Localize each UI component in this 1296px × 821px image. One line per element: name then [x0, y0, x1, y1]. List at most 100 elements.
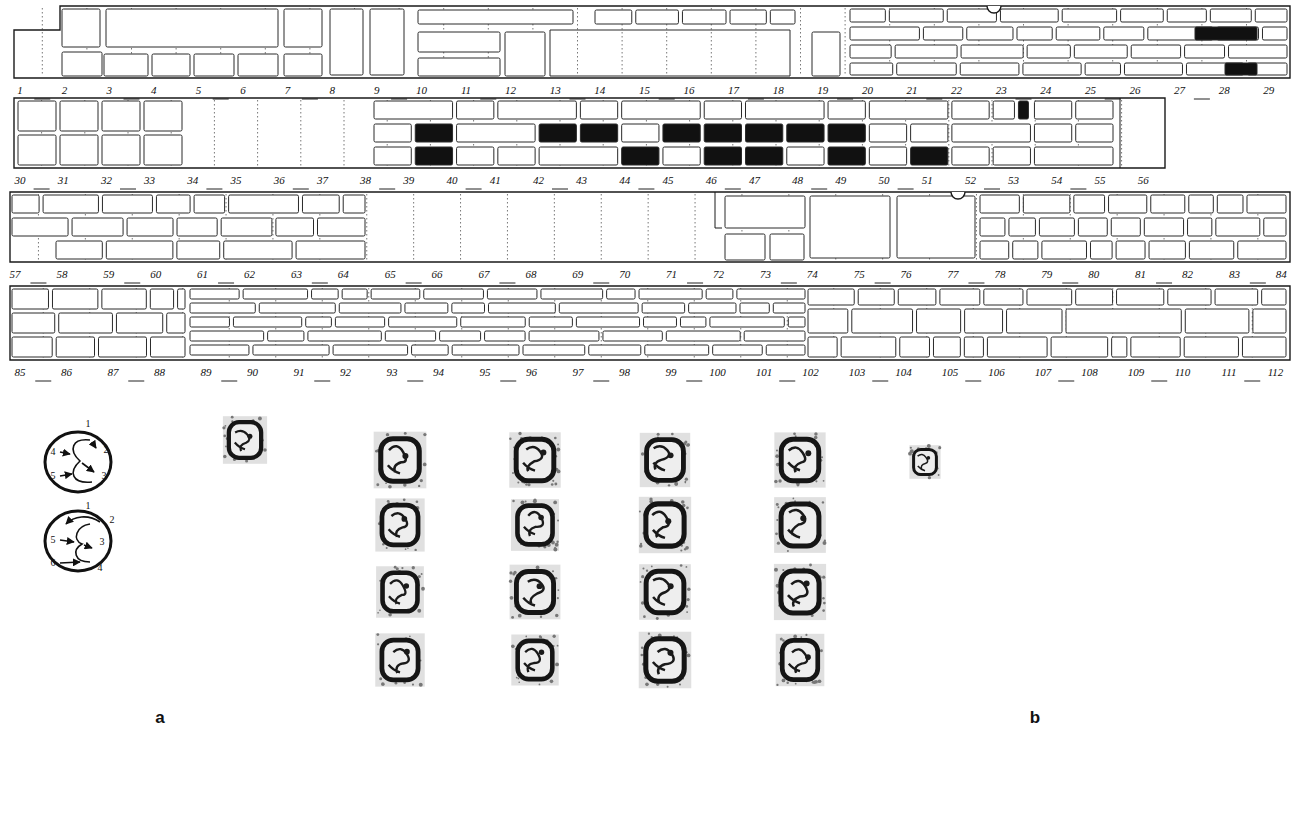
glyph-block — [452, 303, 485, 313]
glyph-block — [1131, 45, 1180, 58]
callout-number: 105 — [942, 367, 959, 378]
glyph-block — [900, 337, 930, 357]
glyph-block — [1217, 195, 1243, 213]
glyph-block — [1034, 124, 1071, 142]
glyph-block — [102, 101, 140, 131]
glyph-block — [1144, 218, 1183, 236]
glyph-block — [740, 303, 769, 313]
callout-number: 79 — [1041, 269, 1052, 280]
strip-outlines — [10, 6, 1290, 381]
order-number: 5 — [51, 471, 56, 481]
callout-number: 35 — [231, 175, 242, 186]
glyph-block — [1121, 9, 1164, 22]
glyph-blocks — [12, 9, 1287, 357]
glyph-block — [1253, 309, 1286, 333]
callout-number: 102 — [802, 367, 819, 378]
callout-number: 53 — [1008, 175, 1019, 186]
callout-number: 38 — [360, 175, 371, 186]
glyph-block — [523, 345, 585, 355]
order-number: 3 — [102, 471, 107, 481]
glyph-block — [1185, 45, 1225, 58]
glyph-block — [177, 241, 220, 259]
glyph-block — [725, 234, 765, 260]
glyph-block — [418, 58, 500, 76]
glyph-block — [960, 63, 1019, 75]
glyph-block — [897, 63, 957, 75]
callout-number: 85 — [15, 367, 26, 378]
glyph-block — [1184, 337, 1238, 357]
glyph-block — [339, 303, 401, 313]
glyph-block — [106, 9, 278, 47]
glyph-block — [498, 101, 577, 119]
glyph-block — [1109, 195, 1147, 213]
glyph-block — [1149, 241, 1185, 259]
damaged-block — [746, 124, 783, 142]
glyph-block — [229, 195, 299, 213]
glyph-block — [1023, 195, 1070, 213]
callout-number: 10 — [416, 85, 427, 96]
glyph-block — [487, 289, 537, 299]
glyph-block — [603, 331, 662, 341]
glyph-block — [144, 135, 182, 165]
glyph-block — [418, 32, 500, 52]
glyph-block — [1062, 9, 1116, 22]
glyph-block — [72, 218, 123, 236]
callout-number: 104 — [895, 367, 912, 378]
callout-number: 82 — [1182, 269, 1193, 280]
glyph-block — [62, 52, 102, 76]
glyph-block — [704, 101, 741, 119]
glyph-block — [1131, 337, 1180, 357]
glyph-block — [374, 124, 411, 142]
callout-number: 41 — [490, 175, 501, 186]
glyph-block — [1076, 289, 1113, 305]
glyph-block — [589, 345, 641, 355]
glyph-block — [194, 195, 225, 213]
callout-number: 71 — [666, 269, 677, 280]
glyph-block — [60, 101, 98, 131]
glyph-block — [1017, 27, 1052, 40]
glyph-block — [580, 101, 617, 119]
callout-number: 17 — [728, 85, 739, 96]
glyph-block — [268, 331, 304, 341]
callout-number: 67 — [479, 269, 490, 280]
glyph-block — [1262, 289, 1286, 305]
glyph-block — [330, 9, 363, 75]
glyph-block — [1000, 9, 1058, 22]
callout-number: 88 — [154, 367, 165, 378]
order-number: 5 — [51, 535, 56, 545]
glyph-block — [233, 317, 301, 327]
glyph-block — [923, 27, 962, 40]
glyph-block — [342, 289, 367, 299]
glyph-block — [106, 241, 173, 259]
glyph-block — [302, 195, 339, 213]
glyph-block — [498, 147, 535, 165]
callout-number: 94 — [433, 367, 444, 378]
order-number: 2 — [104, 445, 109, 455]
glyph-block — [56, 241, 102, 259]
callout-number: 36 — [274, 175, 285, 186]
callout-number: 19 — [817, 85, 828, 96]
glyph-block — [622, 124, 659, 142]
damaged-block — [1018, 101, 1028, 119]
glyph-block — [639, 289, 702, 299]
glyph-block — [1076, 124, 1113, 142]
glyph-block — [961, 45, 1023, 58]
glyph-block — [1013, 241, 1038, 259]
callout-number: 66 — [432, 269, 443, 280]
glyph-block — [725, 196, 805, 228]
callout-number: 54 — [1051, 175, 1062, 186]
callout-number: 107 — [1035, 367, 1052, 378]
damaged-block — [704, 124, 741, 142]
dotted-guides — [38, 8, 1257, 358]
callout-number: 83 — [1229, 269, 1240, 280]
callout-number: 31 — [58, 175, 69, 186]
glyph-block — [808, 309, 848, 333]
callout-number: 13 — [550, 85, 561, 96]
glyph-block — [1078, 218, 1107, 236]
glyph-block — [1238, 241, 1286, 259]
callout-number: 99 — [666, 367, 677, 378]
glyph-block — [964, 337, 983, 357]
glyph-block — [828, 101, 865, 119]
callout-number: 61 — [197, 269, 208, 280]
glyph-block — [178, 289, 185, 309]
